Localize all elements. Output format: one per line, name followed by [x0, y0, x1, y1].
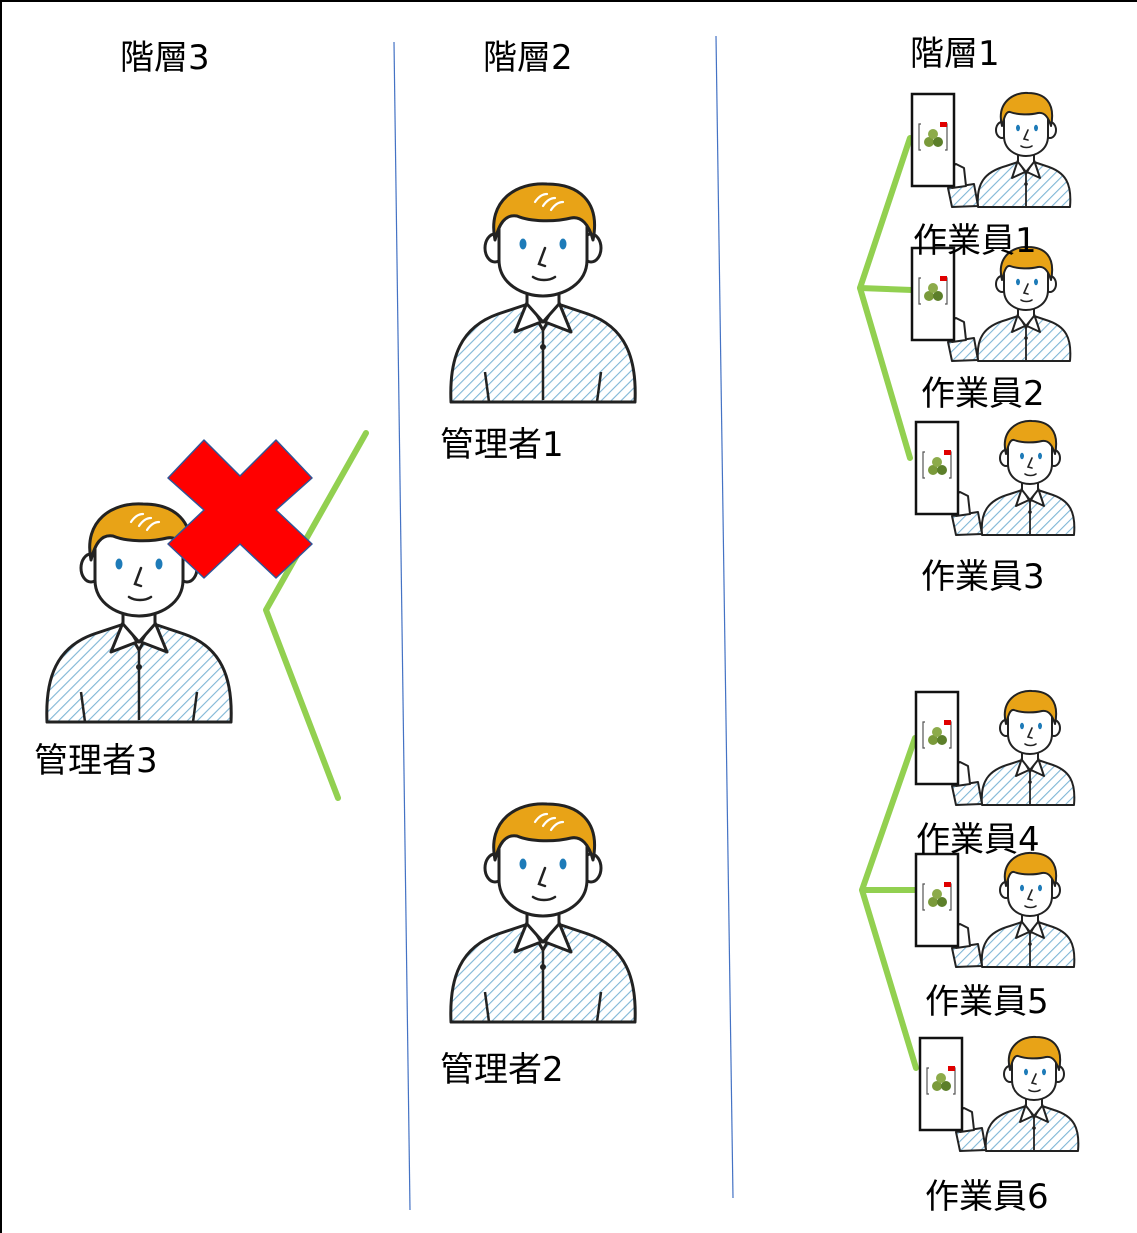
- divider-right: [715, 35, 734, 1199]
- worker-3-figure: [914, 419, 1076, 537]
- worker-6-label: 作業員6: [925, 1177, 1049, 1217]
- worker-2-figure: [910, 245, 1072, 363]
- manager-2-figure: [449, 802, 637, 1024]
- worker-4-figure: [914, 689, 1076, 807]
- worker-1-figure: [910, 91, 1072, 209]
- worker-3-label: 作業員3: [921, 557, 1045, 597]
- divider-left: [393, 41, 411, 1211]
- worker-4-label: 作業員4: [916, 820, 1040, 860]
- column-header-tier2: 階層2: [483, 38, 573, 78]
- worker-5-label: 作業員5: [925, 982, 1049, 1022]
- manager-3-connector: [263, 430, 369, 801]
- manager-3-label: 管理者3: [34, 741, 158, 781]
- manager-2-label: 管理者2: [440, 1050, 564, 1090]
- worker-group-2-connector: [859, 735, 919, 1071]
- worker-group-1-connector: [857, 135, 913, 461]
- manager-1-label: 管理者1: [440, 425, 564, 465]
- worker-6-figure: [918, 1035, 1080, 1153]
- worker-1-label: 作業員1: [913, 221, 1037, 261]
- column-header-tier3: 階層3: [120, 38, 210, 78]
- cross-mark-icon: [167, 439, 313, 579]
- manager-1-figure: [449, 182, 637, 404]
- worker-5-figure: [914, 851, 1076, 969]
- worker-2-label: 作業員2: [921, 374, 1045, 414]
- column-header-tier1: 階層1: [910, 34, 1000, 74]
